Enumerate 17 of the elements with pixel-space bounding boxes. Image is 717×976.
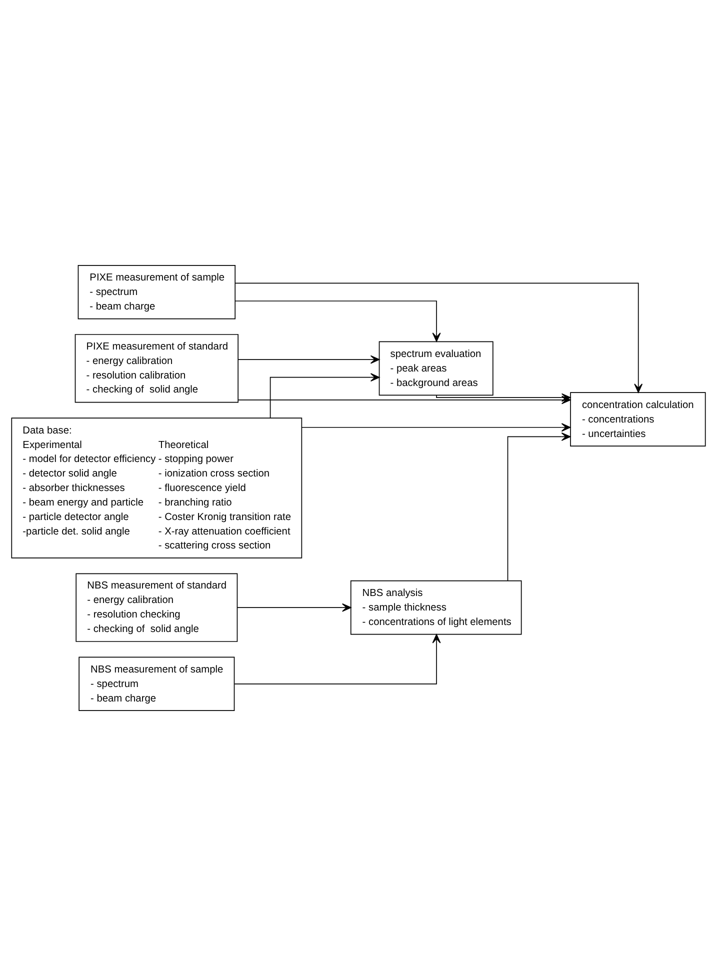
node-box: concentration calculation - concentrations - uncertainties bbox=[570, 392, 706, 446]
node-box: PIXE measurement of sample - spectrum - beam charge bbox=[78, 264, 236, 320]
arrow bbox=[270, 373, 380, 418]
arrow bbox=[238, 355, 380, 364]
node-box: NBS measurement of sample - spectrum - beam charge bbox=[78, 656, 235, 712]
node-box: NBS measurement of standard - energy calibration - resolution checking - checking of solid angle bbox=[76, 573, 238, 642]
arrow bbox=[507, 432, 571, 581]
node-box: PIXE measurement of standard - energy calibration - resolution calibration - checking of solid angle bbox=[74, 334, 238, 403]
arrow bbox=[234, 282, 643, 393]
arrow bbox=[234, 634, 441, 684]
arrow bbox=[301, 423, 571, 432]
arrow bbox=[234, 300, 441, 342]
node-box: NBS analysis - sample thickness - concentrations of light elements bbox=[350, 580, 522, 635]
node-box: spectrum evaluation - peak areas - background areas bbox=[378, 341, 494, 396]
node-box: Data base: Experimental Theoretical - model for detector efficiency - stopping power - detector solid angle - ionization cross section - absorber thicknesses - fluorescence yield - beam energy and particle - branching ratio - particle detector angle - Coster Kronig transition rate -particle det. solid angle - X-ray attenuation coefficient - scattering cross section bbox=[11, 418, 302, 558]
arrow bbox=[237, 603, 352, 612]
arrow bbox=[436, 393, 571, 402]
